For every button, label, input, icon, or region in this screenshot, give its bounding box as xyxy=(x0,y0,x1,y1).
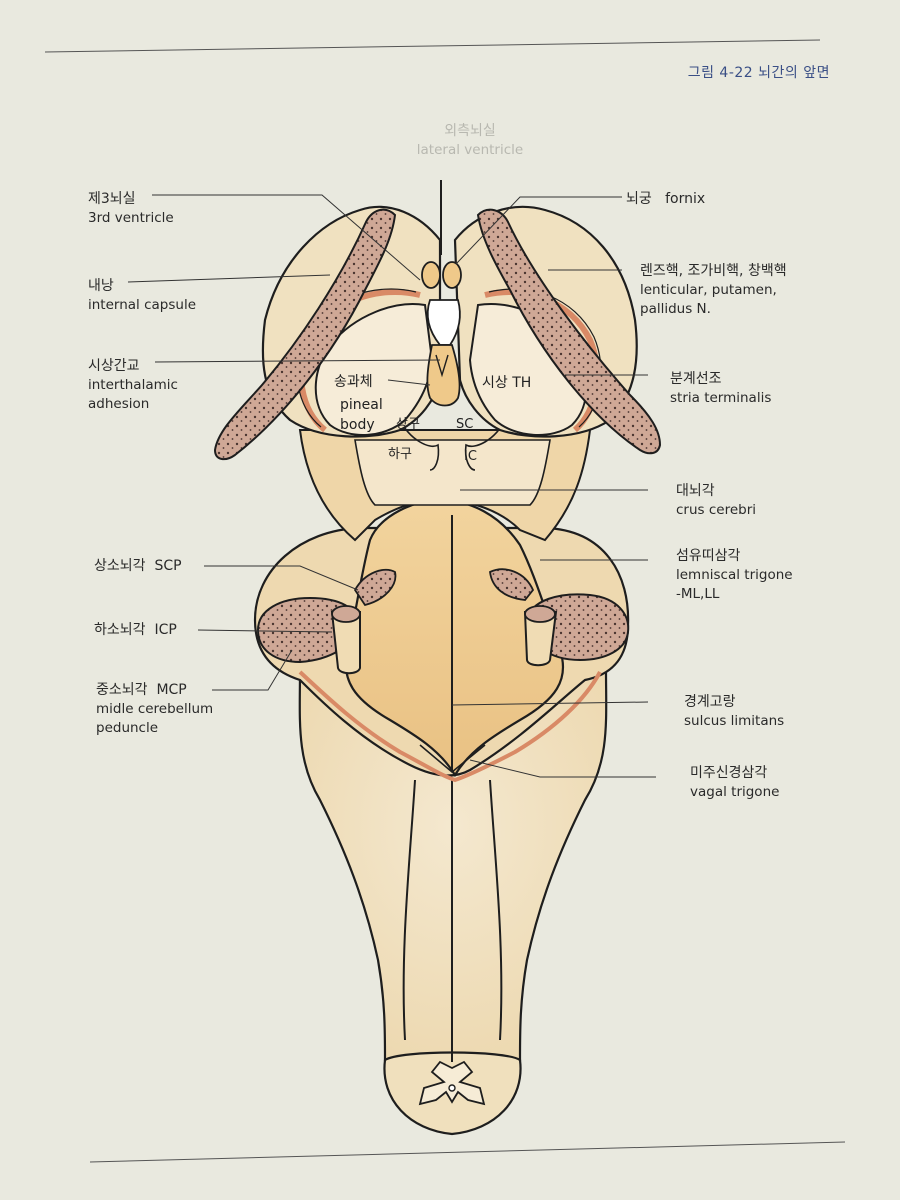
label-abbr: ICP xyxy=(154,622,177,638)
pineal-body xyxy=(426,344,461,407)
label-en: sulcus limitans xyxy=(684,713,785,729)
vagal-trigone-line xyxy=(419,744,486,774)
scp-right xyxy=(489,568,535,601)
label-en: interthalamic xyxy=(88,377,178,393)
label-en: lenticular, putamen, xyxy=(640,282,777,298)
label-lenticular: 렌즈핵, 조가비핵, 창백핵 lenticular, putamen, pall… xyxy=(640,262,787,319)
label-ko: 섬유띠삼각 xyxy=(676,548,741,564)
label-lateral-ventricle: 외측뇌실 lateral ventricle xyxy=(395,122,545,160)
label-en: lemniscal trigone xyxy=(676,567,793,583)
fornix-left xyxy=(421,261,441,289)
label-internal-capsule: 내낭 internal capsule xyxy=(88,277,196,315)
medulla-groove-left xyxy=(402,779,416,1041)
fornix-right xyxy=(442,261,462,289)
thalamus-left xyxy=(314,303,434,436)
label-ko: 렌즈핵, 조가비핵, 창백핵 xyxy=(640,263,787,279)
label-interthalamic-adhesion: 시상간교 interthalamic adhesion xyxy=(88,357,178,414)
label-crus-cerebri: 대뇌각 crus cerebri xyxy=(676,482,756,520)
interthalamic-adhesion xyxy=(435,354,449,378)
label-en: internal capsule xyxy=(88,297,196,313)
grey-matter-butterfly xyxy=(418,1060,486,1106)
label-ko: 상소뇌각 xyxy=(94,558,146,574)
label-ko: 분계선조 xyxy=(670,371,722,387)
scp-left xyxy=(353,568,397,607)
midbrain-tectum xyxy=(354,439,551,506)
peduncle-stump-top-right xyxy=(524,605,556,623)
label-en: 3rd ventricle xyxy=(88,210,174,226)
label-ko: 시상간교 xyxy=(88,358,140,374)
label-vagal-trigone: 미주신경삼각 vagal trigone xyxy=(690,764,779,802)
inner-thalamus: 시상 TH xyxy=(482,375,532,391)
inner-pineal-en: body xyxy=(340,417,375,433)
label-ko: 제3뇌실 xyxy=(88,191,136,207)
inner-sc: SC xyxy=(456,417,474,432)
bottom-rule xyxy=(89,1141,846,1163)
label-ko: 미주신경삼각 xyxy=(690,765,768,781)
label-third-ventricle: 제3뇌실 3rd ventricle xyxy=(88,190,174,228)
label-ko: 경계고랑 xyxy=(684,694,736,710)
figure-title: 그림 4-22 뇌간의 앞면 xyxy=(687,65,830,81)
inner-pineal-en: pineal xyxy=(340,397,383,413)
top-rule xyxy=(44,39,821,53)
peduncle-stump-top-left xyxy=(331,605,361,623)
label-scp: 상소뇌각 SCP xyxy=(94,557,182,576)
label-icp: 하소뇌각 ICP xyxy=(94,621,177,640)
label-en: adhesion xyxy=(88,396,150,412)
label-en: crus cerebri xyxy=(676,502,757,518)
label-ko: 뇌궁 xyxy=(626,191,652,207)
label-en: -ML,LL xyxy=(676,586,720,602)
inner-pineal-ko: 송과체 xyxy=(334,374,373,390)
internal-capsule-left xyxy=(213,208,397,461)
central-canal xyxy=(448,1084,456,1092)
inner-ic-ko: 하구 xyxy=(388,447,412,462)
leader-lines xyxy=(127,194,656,778)
fossa-inner-band xyxy=(298,670,602,783)
peduncle-stump-right xyxy=(523,611,558,667)
label-stria-terminalis: 분계선조 stria terminalis xyxy=(670,370,771,408)
label-en: lateral ventricle xyxy=(416,142,524,158)
colliculi-lines xyxy=(399,419,506,471)
label-abbr: MCP xyxy=(156,682,187,698)
label-abbr: SCP xyxy=(154,558,182,574)
label-ko: 외측뇌실 xyxy=(444,123,496,139)
label-mcp: 중소뇌각 MCP midle cerebellum peduncle xyxy=(96,681,213,738)
label-ko: 하소뇌각 xyxy=(94,622,146,638)
label-en: pallidus N. xyxy=(640,301,711,317)
inner-ic: IC xyxy=(464,449,477,464)
label-en: fornix xyxy=(665,191,706,207)
label-ko: 중소뇌각 xyxy=(96,682,148,698)
medulla-groove-right xyxy=(489,779,503,1041)
inner-sc-ko: 상구 xyxy=(396,417,420,432)
label-en: peduncle xyxy=(96,720,159,736)
label-en: vagal trigone xyxy=(690,784,780,800)
label-fornix: 뇌궁 fornix xyxy=(626,190,705,209)
peduncle-stump-left xyxy=(330,611,361,675)
label-en: midle cerebellum xyxy=(96,701,214,717)
label-ko: 내낭 xyxy=(88,278,114,294)
label-en: stria terminalis xyxy=(670,390,772,406)
label-sulcus-limitans: 경계고랑 sulcus limitans xyxy=(684,693,784,731)
label-ko: 대뇌각 xyxy=(676,483,715,499)
label-lemniscal-trigone: 섬유띠삼각 lemniscal trigone -ML,LL xyxy=(676,547,793,604)
internal-capsule-right xyxy=(476,208,662,455)
